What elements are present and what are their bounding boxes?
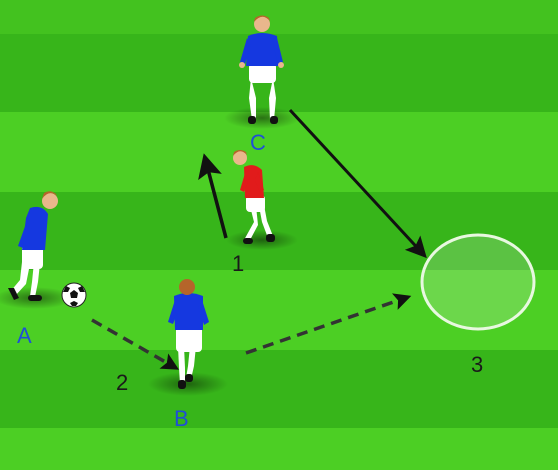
player-c-figure bbox=[224, 15, 300, 129]
player-c-run-arrow bbox=[288, 108, 427, 259]
step-1-label: 1 bbox=[232, 251, 245, 276]
step-2-label: 2 bbox=[116, 370, 129, 395]
player-b-label: B bbox=[174, 406, 189, 431]
defender-figure bbox=[226, 150, 298, 250]
target-zone-circle bbox=[420, 233, 536, 331]
pass-b-to-zone-arrow bbox=[245, 293, 412, 355]
player-a-figure bbox=[0, 191, 74, 309]
pass-a-to-b-arrow bbox=[91, 318, 180, 370]
step-3-label: 3 bbox=[471, 352, 484, 377]
player-b-figure bbox=[148, 279, 228, 396]
soccer-ball-icon bbox=[61, 282, 87, 308]
player-a-label: A bbox=[17, 323, 32, 348]
player-c-label: C bbox=[250, 130, 266, 155]
defender-run-arrow bbox=[198, 153, 228, 239]
